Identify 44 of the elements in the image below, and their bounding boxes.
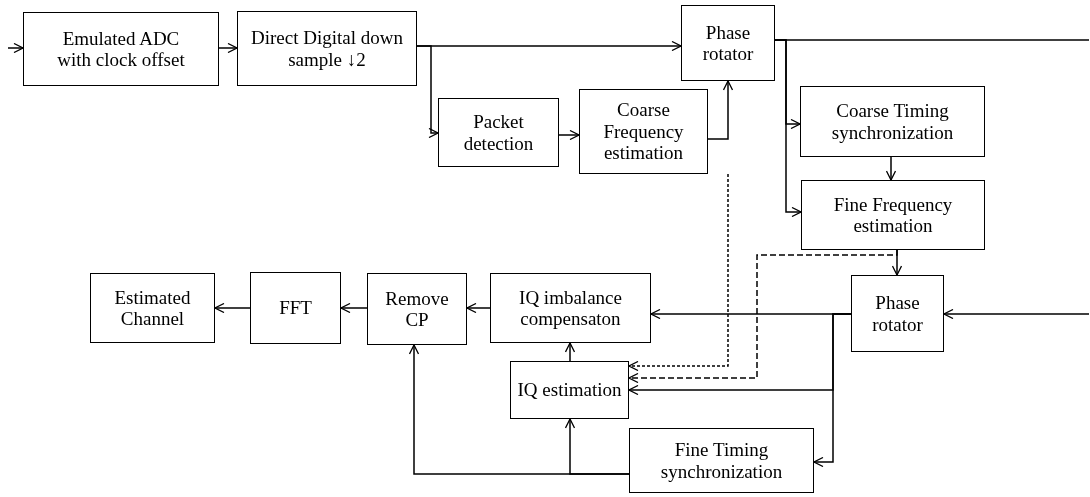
connector-line — [774, 39, 1090, 41]
process-box — [800, 86, 985, 157]
box-label: Phase rotator — [871, 292, 924, 335]
box-label: Estimated Channel — [113, 286, 192, 330]
arrow — [408, 344, 630, 475]
box-label: Emulated ADC with clock offset — [56, 27, 186, 71]
arrow — [564, 342, 576, 362]
box-label: Fine Timing synchronization — [659, 439, 784, 482]
arrow — [628, 249, 898, 384]
arrow — [943, 308, 1090, 320]
arrow — [813, 313, 852, 468]
box-label: IQ imbalance compensaton — [518, 286, 623, 330]
process-box — [681, 5, 775, 81]
box-label: Packet detection — [462, 111, 535, 154]
arrow — [340, 302, 368, 314]
box-label: IQ estimation — [517, 379, 622, 401]
process-box — [579, 89, 708, 174]
arrow — [466, 302, 491, 314]
box-label: Coarse Frequency estimation — [602, 99, 685, 164]
box-label: Fine Frequency estimation — [832, 193, 954, 237]
process-box — [510, 361, 629, 419]
process-box — [237, 11, 417, 86]
process-box — [490, 273, 651, 343]
arrow — [7, 42, 24, 54]
process-box — [438, 98, 559, 167]
arrow — [885, 156, 897, 181]
arrow — [628, 173, 729, 372]
process-box — [367, 273, 467, 345]
process-box — [23, 12, 219, 86]
arrow — [707, 80, 734, 140]
process-box — [90, 273, 215, 343]
arrow — [558, 129, 580, 141]
process-box — [250, 272, 341, 344]
process-box — [851, 275, 944, 352]
arrow — [218, 42, 238, 54]
process-box — [801, 180, 985, 250]
box-label: Direct Digital down sample ↓2 — [250, 27, 404, 70]
box-label: Remove CP — [384, 287, 450, 331]
arrow — [214, 302, 251, 314]
process-box — [629, 428, 814, 493]
box-label: FFT — [279, 297, 312, 319]
box-label: Coarse Timing synchronization — [830, 100, 955, 143]
arrow — [416, 45, 439, 139]
box-label: Phase rotator — [701, 21, 755, 65]
